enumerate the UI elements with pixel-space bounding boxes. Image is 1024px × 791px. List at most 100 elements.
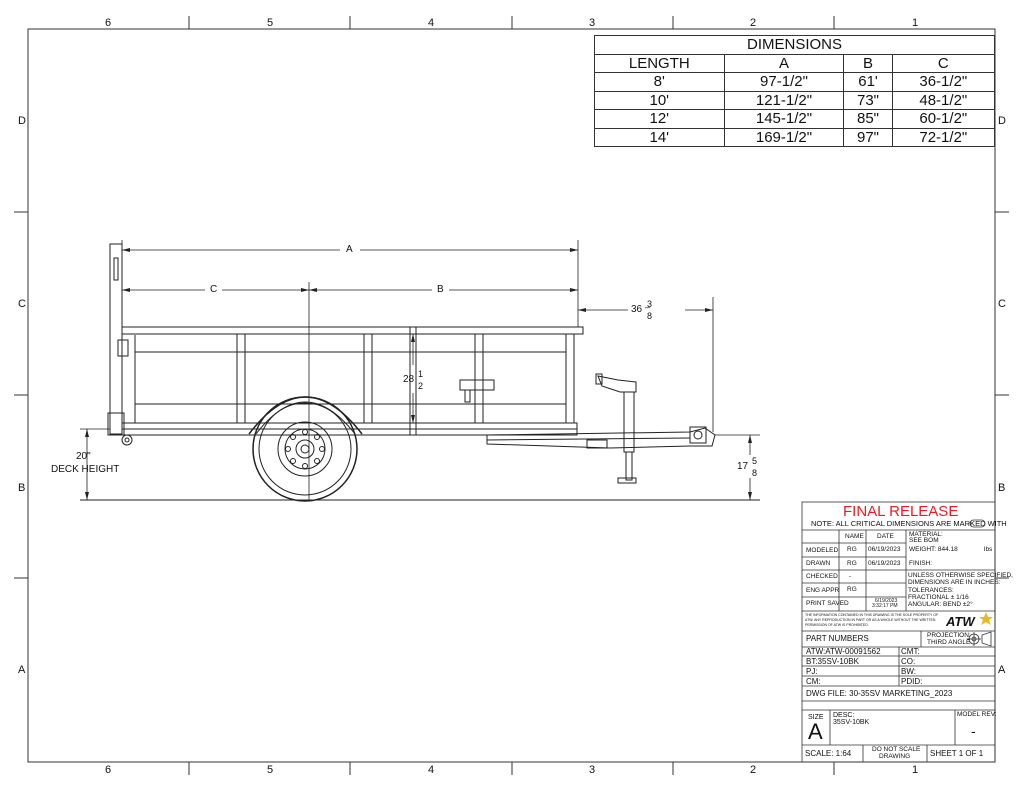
print-saved-label: PRINT SAVED xyxy=(806,600,849,607)
critical-note: NOTE: ALL CRITICAL DIMENSIONS ARE MARKED… xyxy=(811,519,1007,528)
print-saved-date: 6/19/2023 xyxy=(875,598,898,604)
dimension-lines xyxy=(80,240,760,500)
cmt-label: CMT: xyxy=(901,647,920,656)
zone-col-6: 6 xyxy=(105,17,112,29)
confidentiality-line-1: THE INFORMATION CONTAINED IN THIS DRAWIN… xyxy=(805,613,939,617)
spec-line-5: ANGULAR: BEND ±2° xyxy=(908,601,973,608)
cell: 145-1/2" xyxy=(723,109,845,129)
zone-row-d-right: D xyxy=(998,115,1006,127)
cell: 48-1/2" xyxy=(891,90,996,110)
tongue xyxy=(486,427,716,449)
spec-line-4: FRACTIONAL ± 1/16 xyxy=(908,594,969,601)
col-date-label: DATE xyxy=(877,533,894,540)
projection-value: THIRD ANGLE xyxy=(927,639,971,646)
atw-logo-star-icon xyxy=(979,612,993,625)
jack xyxy=(623,391,635,453)
zone-ticks xyxy=(14,16,1009,775)
zone-col-2-bottom: 2 xyxy=(750,764,757,776)
zone-col-3: 3 xyxy=(589,17,596,29)
zone-col-1-bottom: 1 xyxy=(912,764,919,776)
top-rail xyxy=(121,326,584,335)
dim-side-num: 1 xyxy=(418,369,424,379)
header-b: B xyxy=(843,53,893,73)
zone-col-5: 5 xyxy=(267,17,274,29)
header-c: C xyxy=(891,53,996,73)
header-length: LENGTH xyxy=(594,53,725,73)
table-row: 10' 121-1/2" 73" 48-1/2" xyxy=(594,90,996,110)
atw-logo: ATW xyxy=(946,614,975,629)
pj-label: PJ: xyxy=(806,667,818,676)
dim-tongue-whole: 36 xyxy=(631,304,643,315)
size-label: SIZE xyxy=(808,714,824,721)
final-release-label: FINAL RELEASE xyxy=(843,503,959,520)
zone-col-5-bottom: 5 xyxy=(267,764,274,776)
zone-row-b-right: B xyxy=(998,482,1006,494)
eng-appr-name: RG xyxy=(847,586,857,593)
zone-row-d: D xyxy=(18,115,26,127)
deck-height-value: 20" xyxy=(76,451,91,462)
cell: 169-1/2" xyxy=(723,127,845,147)
wheel-tire xyxy=(252,396,358,502)
cell: 61' xyxy=(843,72,893,92)
bw-label: BW: xyxy=(901,667,916,676)
drawn-date: 06/19/2023 xyxy=(868,560,901,567)
dim-tongue-den: 8 xyxy=(647,311,653,321)
cell: 10' xyxy=(594,90,725,110)
dim-coupler-den: 8 xyxy=(752,468,758,478)
dim-side-whole: 28 xyxy=(403,374,415,385)
co-label: CO: xyxy=(901,657,916,666)
cell: 85" xyxy=(843,109,893,129)
zone-col-4: 4 xyxy=(428,17,435,29)
dwg-file: DWG FILE: 30-35SV MARKETING_2023 xyxy=(806,689,953,698)
zone-col-6-bottom: 6 xyxy=(105,764,112,776)
dimension-arrows xyxy=(85,248,752,500)
zone-row-c: C xyxy=(18,298,26,310)
zone-row-b: B xyxy=(18,482,26,494)
table-row: 14' 169-1/2" 97" 72-1/2" xyxy=(594,127,996,147)
spec-line-3: TOLERANCES: xyxy=(908,587,954,594)
cell: 97" xyxy=(843,127,893,147)
weight-label: WEIGHT: 844.18 xyxy=(909,546,958,553)
print-saved-time: 3:32:17 PM xyxy=(872,603,898,609)
cell: 12' xyxy=(594,109,725,129)
checked-label: CHECKED xyxy=(806,573,838,580)
checked-name: - xyxy=(849,573,852,580)
table-row: 8' 97-1/2" 61' 36-1/2" xyxy=(594,72,996,92)
model-rev-label: MODEL REV: xyxy=(957,711,997,718)
cm-label: CM: xyxy=(806,677,821,686)
material-label: MATERIAL: xyxy=(909,531,943,538)
sheet-label: SHEET 1 OF 1 xyxy=(930,749,984,758)
zone-col-4-bottom: 4 xyxy=(428,764,435,776)
deck-height-label: DECK HEIGHT xyxy=(51,464,120,475)
confidentiality-line-2: ATW. ANY REPRODUCTION IN PART OR AS A WH… xyxy=(805,618,936,622)
dim-side-den: 2 xyxy=(418,381,424,391)
model-rev-value: - xyxy=(971,723,976,739)
cell: 8' xyxy=(594,72,725,92)
table-row: 12' 145-1/2" 85" 60-1/2" xyxy=(594,109,996,129)
dimensions-table: DIMENSIONS LENGTH A B C 8' 97-1/2" 61' 3… xyxy=(594,35,996,147)
spec-line-2: DIMENSIONS ARE IN INCHES: xyxy=(908,579,1001,586)
drawn-label: DRAWN xyxy=(806,560,831,567)
header-a: A xyxy=(723,53,845,73)
critical-symbol-icon xyxy=(969,519,986,528)
atw-part-number: ATW:ATW-00091562 xyxy=(806,647,881,656)
zone-row-a-right: A xyxy=(998,664,1006,676)
dim-tongue-num: 3 xyxy=(647,299,653,309)
dim-tongue-bar: – xyxy=(645,302,651,312)
zone-col-2: 2 xyxy=(750,17,757,29)
cell: 97-1/2" xyxy=(723,72,845,92)
size-value: A xyxy=(808,719,823,744)
trailer-drawing xyxy=(80,243,760,502)
zone-col-3-bottom: 3 xyxy=(589,764,596,776)
third-angle-projection-icon xyxy=(967,631,992,647)
dim-a-label: A xyxy=(346,244,353,255)
eng-appr-label: ENG APPR xyxy=(806,587,840,594)
modeled-label: MODELED xyxy=(806,547,839,554)
cell: 73" xyxy=(843,90,893,110)
cell: 14' xyxy=(594,127,725,147)
projection-label: PROJECTION: xyxy=(927,632,971,639)
zone-col-1: 1 xyxy=(912,17,919,29)
dimensions-title: DIMENSIONS xyxy=(594,35,995,55)
dim-coupler-num: 5 xyxy=(752,456,758,466)
